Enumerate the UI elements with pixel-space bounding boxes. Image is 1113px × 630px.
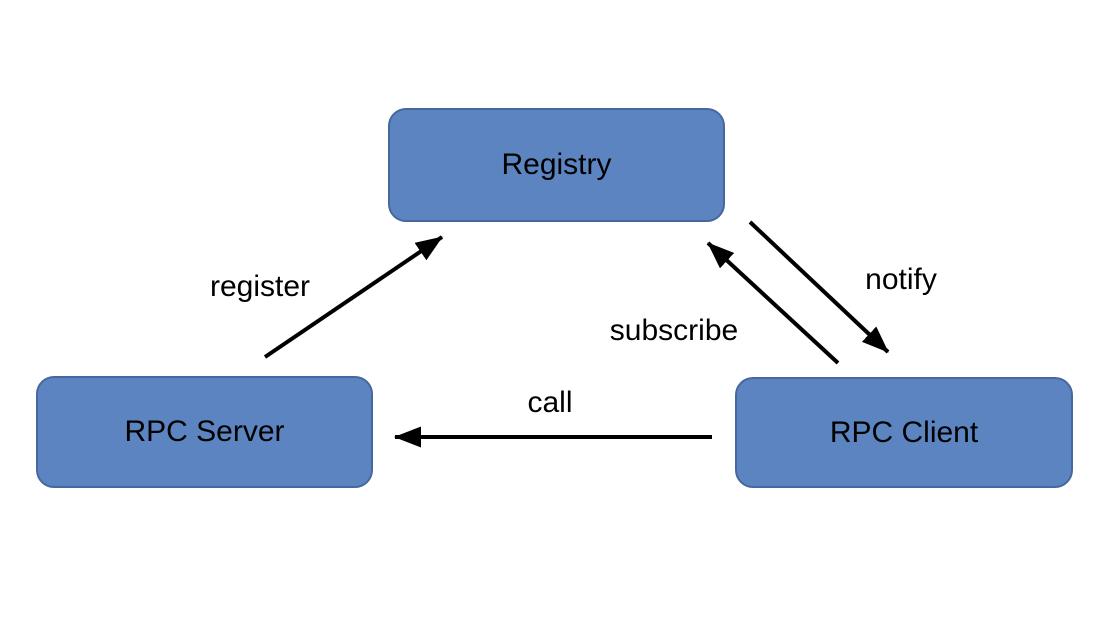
node-rpc-server-label: RPC Server (124, 415, 285, 448)
node-rpc-client: RPC Client (735, 377, 1073, 488)
edge-label-subscribe: subscribe (609, 314, 739, 347)
node-rpc-client-label: RPC Client (829, 415, 979, 449)
edge-label-register: register (209, 270, 311, 303)
edge-label-notify: notify (865, 263, 937, 296)
node-rpc-server: RPC Server (36, 376, 373, 488)
edge-label-call: call (527, 386, 573, 419)
node-registry: Registry (388, 108, 725, 222)
node-registry-label: Registry (501, 148, 612, 181)
